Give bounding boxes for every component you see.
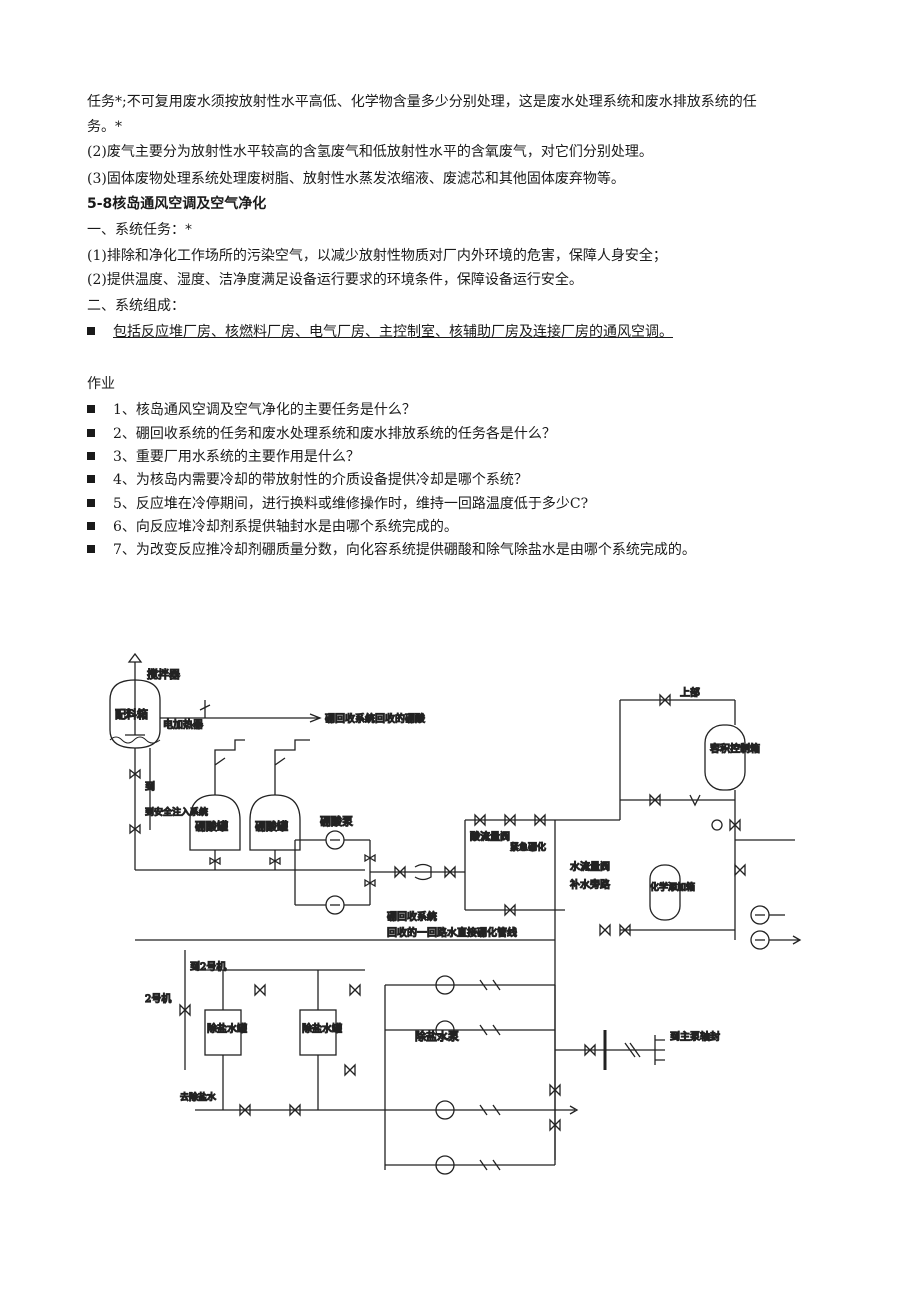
section-title: 5-8核岛通风空调及空气净化 [87,196,267,212]
homework-item-text: 6、向反应堆冷却剂系提供轴封水是由哪个系统完成的。 [113,519,458,535]
homework-item: 6、向反应堆冷却剂系提供轴封水是由哪个系统完成的。 [87,517,458,537]
homework-item: 1、核岛通风空调及空气净化的主要任务是什么？ [87,400,416,420]
demin-tank-2-label: 除盐水罐 [302,1022,342,1035]
vct-tank [704,724,746,791]
homework-item-text: 4、为核岛内需要冷却的带放射性的介质设备提供冷却是哪个系统？ [113,472,528,488]
boron-return-label: 硼回收系统回收的硼酸 [325,712,425,725]
to-unit-label: 到 [145,781,155,793]
homework-item-text: 2、硼回收系统的任务和废水处理系统和废水排放系统的任务各是什么？ [113,426,556,442]
boron-recovery-label: 硼回收系统 [387,910,437,923]
bullet-icon [87,327,95,335]
homework-item: 4、为核岛内需要冷却的带放射性的介质设备提供冷却是哪个系统？ [87,470,528,490]
homework-item: 7、为改变反应推冷却剂硼质量分数，向化容系统提供硼酸和除气除盐水是由哪个系统完成… [87,540,696,560]
task-heading: 一、系统任务：* [87,222,192,238]
bullet-icon [87,475,95,483]
boric-acid-tank-2 [249,794,301,851]
unit2-label: 2号机 [145,992,171,1005]
homework-item-text: 1、核岛通风空调及空气净化的主要任务是什么？ [113,402,416,418]
water-flow-valve-label: 水流量阀 [570,860,610,873]
boric-acid-tank-1 [189,794,241,851]
bullet-icon [87,499,95,507]
task-item-2: (2)提供温度、湿度、洁净度满足设备运行要求的环境条件，保障设备运行安全。 [87,272,583,288]
composition-item: 包括反应堆厂房、核燃料厂房、电气厂房、主控制室、核辅助厂房及连接厂房的通风空调。 [87,322,673,342]
boric-pump-label: 硼酸泵 [320,814,353,828]
chem-tank-label: 化学添加箱 [650,881,695,893]
boric-tank-2-label: 硼酸罐 [255,819,288,833]
homework-title: 作业 [87,376,115,392]
paragraph-1-cont: 务。* [87,119,122,135]
paragraph-1: 任务*;不可复用废水须按放射性水平高低、化学物含量多少分别处理，这是废水处理系统… [87,94,757,110]
mix-tank [109,652,161,749]
bullet-icon [87,522,95,530]
stirrer-label: 搅拌器 [147,667,180,681]
composition-text: 包括反应堆厂房、核燃料厂房、电气厂房、主控制室、核辅助厂房及连接厂房的通风空调。 [113,324,673,340]
acid-flow-valve-label: 酸流量阀 [470,830,510,843]
homework-item-text: 5、反应堆在冷停期间，进行换料或维修操作时，维持一回路温度低于多少C? [113,496,589,512]
paragraph-3: (3)固体废物处理系统处理废树脂、放射性水蒸发浓缩液、废滤芯和其他固体废弃物等。 [87,171,625,187]
safety-injection-label: 到安全注入系统 [145,806,208,818]
task-item-1: (1)排除和净化工作场所的污染空气，以减少放射性物质对厂内外环境的危害，保障人身… [87,248,667,264]
makeup-bypass-label: 补水旁路 [570,878,610,891]
homework-item: 5、反应堆在冷停期间，进行换料或维修操作时，维持一回路温度低于多少C? [87,494,588,514]
primary-water-label: 回收的一回路水 [387,926,457,939]
boric-tank-1-label: 硼酸罐 [195,819,228,833]
boron-makeup-system-diagram: 搅拌器 配料箱 电加热器 硼回收系统回收的硼酸 到 到安全注入系统 硼酸罐 硼酸… [109,652,802,1175]
bullet-icon [87,452,95,460]
main-pump-seal-label: 到主泵轴封 [670,1030,720,1043]
homework-item-text: 3、重要厂用水系统的主要作用是什么？ [113,449,360,465]
bullet-icon [87,429,95,437]
from-demin-label: 去除盐水 [180,1091,216,1103]
bullet-icon [87,545,95,553]
emergency-boration-label: 紧急硼化 [510,841,546,853]
upper-label: 上部 [680,686,700,699]
composition-heading: 二、系统组成： [87,298,185,314]
demin-tank-1-label: 除盐水罐 [207,1022,247,1035]
to-unit2-label: 到2号机 [190,960,226,973]
mix-tank-label: 配料箱 [115,707,148,721]
bullet-icon [87,405,95,413]
direct-boration-label: 直接硼化管线 [457,926,517,939]
heater-label: 电加热器 [163,718,203,731]
homework-item-text: 7、为改变反应推冷却剂硼质量分数，向化容系统提供硼酸和除气除盐水是由哪个系统完成… [113,542,696,558]
homework-item: 2、硼回收系统的任务和废水处理系统和废水排放系统的任务各是什么？ [87,424,556,444]
demin-pump-label: 除盐水泵 [415,1029,459,1043]
chem-add-tank [649,864,681,921]
paragraph-2: (2)废气主要分为放射性水平较高的含氢废气和低放射性水平的含氧废气，对它们分别处… [87,144,653,160]
homework-item: 3、重要厂用水系统的主要作用是什么？ [87,447,360,467]
vct-label: 容积控制箱 [710,742,760,755]
demin-pump-row [385,975,555,1175]
